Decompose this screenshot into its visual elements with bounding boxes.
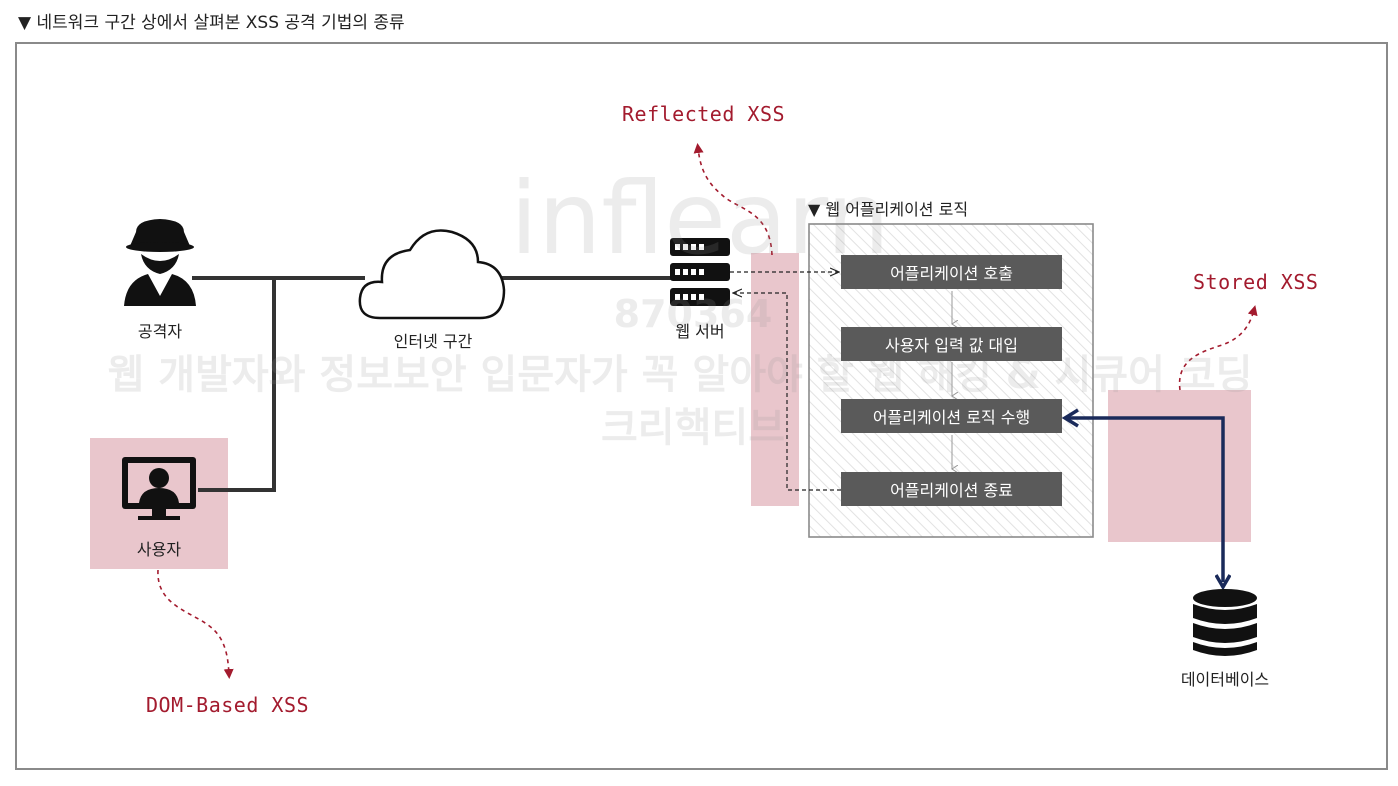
database-icon xyxy=(1193,589,1257,656)
cloud-icon xyxy=(358,229,506,320)
step-app-exit: 어플리케이션 종료 xyxy=(841,472,1062,506)
page-heading: ▼ 네트워크 구간 상에서 살펴본 XSS 공격 기법의 종류 xyxy=(18,13,405,33)
database-label: 데이터베이스 xyxy=(1180,670,1270,689)
reflected-curve xyxy=(693,143,773,256)
db-link-head xyxy=(1061,408,1079,428)
stored-curve xyxy=(1178,305,1258,391)
app-logic-title: ▼ 웹 어플리케이션 로직 xyxy=(808,200,969,219)
db-highlight xyxy=(1108,390,1251,542)
web-server-icon xyxy=(670,238,730,306)
step-logic-execute: 어플리케이션 로직 수행 xyxy=(841,399,1062,433)
server-highlight xyxy=(751,253,799,506)
web-server-label: 웹 서버 xyxy=(675,322,725,341)
step-app-call: 어플리케이션 호출 xyxy=(841,255,1062,289)
dom-curve xyxy=(157,569,234,679)
db-link xyxy=(1065,416,1223,582)
step-input-assign: 사용자 입력 값 대입 xyxy=(841,327,1062,361)
attacker-label: 공격자 xyxy=(137,322,183,341)
user-label: 사용자 xyxy=(136,540,182,559)
dom-xss-label: DOM-Based XSS xyxy=(146,693,310,717)
user-monitor-icon xyxy=(122,457,196,520)
stored-xss-label: Stored XSS xyxy=(1193,270,1319,294)
reflected-xss-label: Reflected XSS xyxy=(622,102,786,126)
attacker-icon xyxy=(124,219,196,306)
user-link xyxy=(198,278,276,492)
internet-label: 인터넷 구간 xyxy=(393,332,473,351)
